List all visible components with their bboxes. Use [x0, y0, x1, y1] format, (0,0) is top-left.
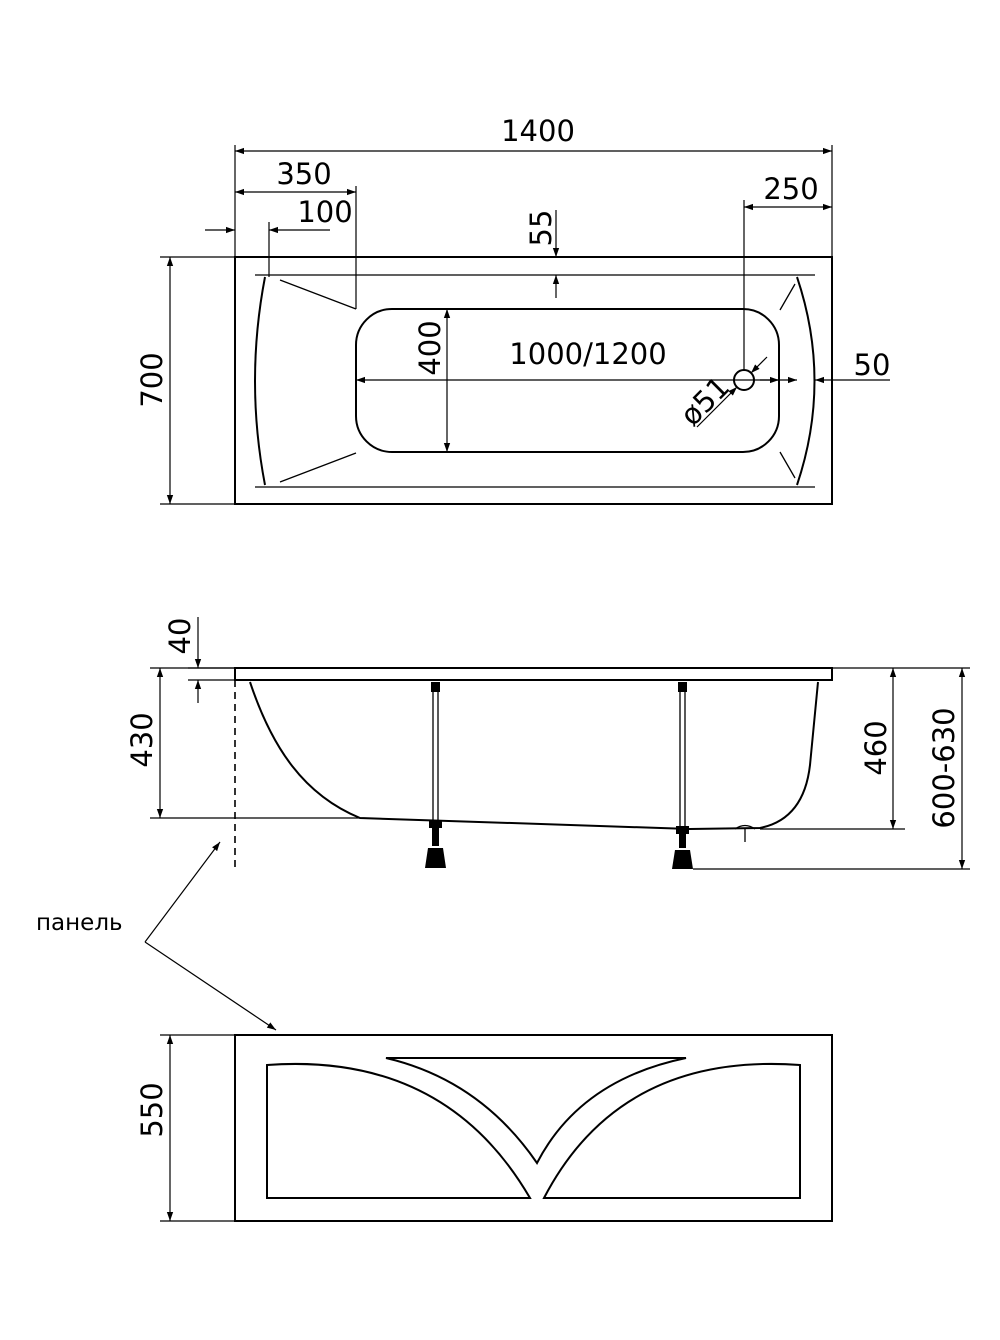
dim-left-offset: 350 [276, 157, 331, 191]
support-leg-left [425, 682, 446, 868]
panel-label: панель [36, 910, 123, 936]
panel-center-cutout [385, 1057, 687, 1165]
dim-depth-outer: 460 [859, 720, 893, 775]
dim-total-height: 600-630 [927, 707, 961, 828]
dim-rim-thickness: 40 [163, 618, 197, 655]
dim-panel-height: 550 [135, 1082, 169, 1137]
side-view: 40 430 460 600-630 [125, 617, 970, 870]
dim-drain-diameter: ø51 [674, 370, 737, 433]
dim-right-rim: 50 [854, 348, 891, 382]
side-view-rim [234, 667, 833, 681]
dim-rim-top: 55 [524, 210, 558, 247]
dim-right-offset: 250 [763, 172, 818, 206]
dim-overall-length: 1400 [501, 114, 575, 148]
dim-bottom-width: 400 [413, 320, 447, 375]
panel-view: панель 550 [36, 841, 833, 1222]
top-view: 1400 350 250 100 55 700 400 1000/1200 ø5 [135, 114, 891, 505]
top-view-right-curve [796, 276, 816, 486]
panel-outline [234, 1034, 833, 1222]
dim-width: 700 [135, 352, 169, 407]
dim-bottom-length: 1000/1200 [509, 337, 666, 371]
panel-left-cutout [266, 1063, 532, 1199]
side-view-body [249, 681, 819, 831]
support-leg-right [672, 682, 693, 869]
dim-rim-offset: 100 [297, 195, 352, 229]
top-view-left-curve [254, 276, 266, 486]
panel-right-cutout [542, 1063, 801, 1199]
dim-depth-inner: 430 [125, 712, 159, 767]
